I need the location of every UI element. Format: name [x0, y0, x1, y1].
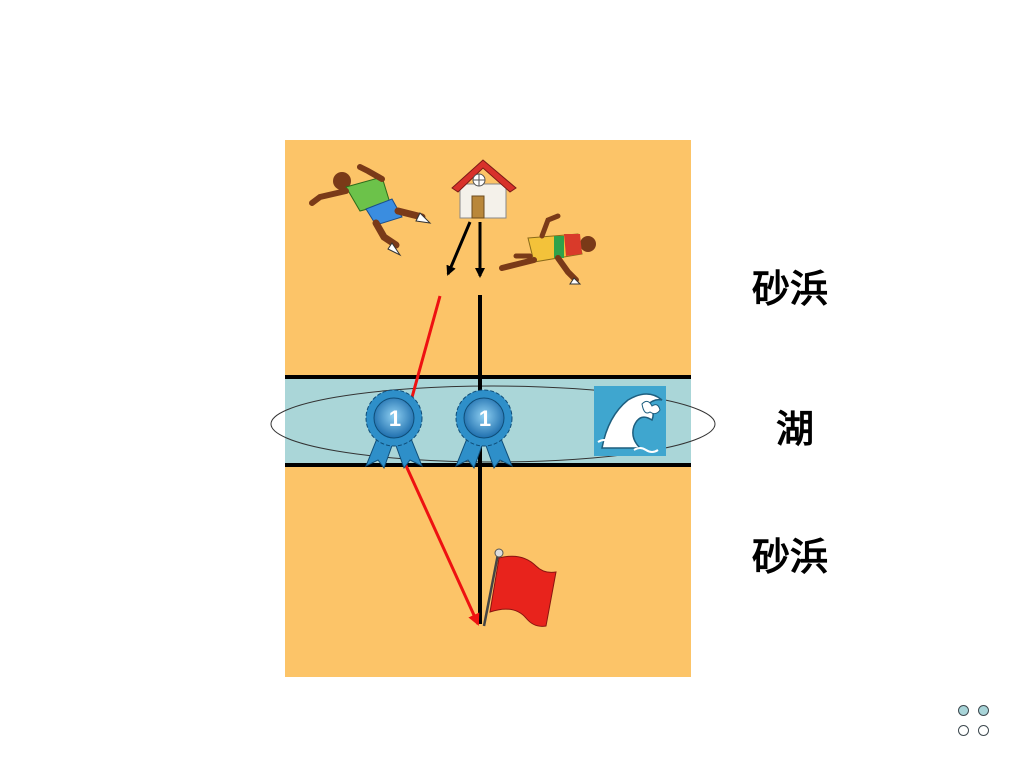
red-flag-icon	[482, 548, 557, 627]
house-icon	[451, 159, 517, 219]
nav-dot[interactable]	[958, 725, 969, 736]
arrow-left-from-house	[446, 221, 472, 276]
sand-bottom-region	[285, 465, 691, 677]
runner-icon	[309, 164, 432, 257]
nav-dot[interactable]	[978, 705, 989, 716]
sand-label-bottom: 砂浜	[752, 535, 829, 579]
ribbon-number: 1	[389, 406, 401, 431]
runner-icon	[499, 213, 596, 285]
wave-icon	[594, 386, 666, 456]
nav-dot[interactable]	[978, 725, 989, 736]
lake-label: 湖	[776, 407, 815, 451]
ribbon-number: 1	[479, 406, 491, 431]
slide-navigation-icon[interactable]	[958, 705, 994, 741]
sand-label-top: 砂浜	[752, 267, 829, 311]
first-place-ribbon-icon: 1	[365, 389, 423, 470]
first-place-ribbon-icon: 1	[455, 389, 513, 470]
nav-dot[interactable]	[958, 705, 969, 716]
sand-top-region	[285, 140, 691, 377]
